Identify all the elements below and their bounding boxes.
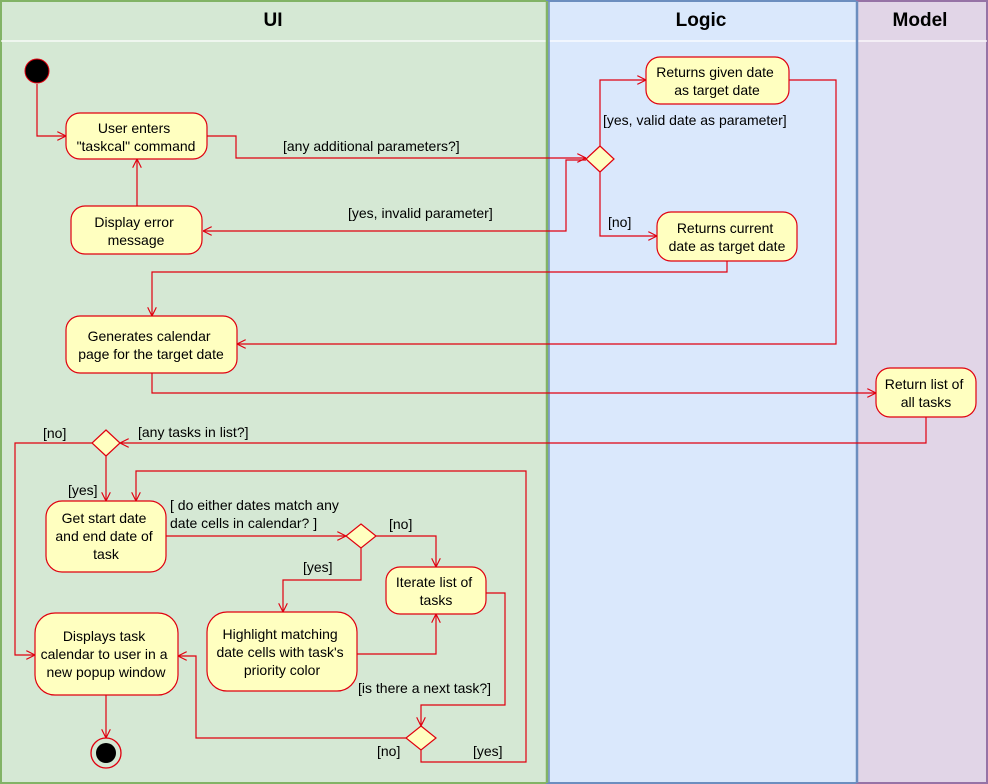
- node-get-start-end: Get start date and end date of task: [45, 500, 167, 573]
- node-displays-calendar: Displays task calendar to user in a new …: [34, 612, 179, 696]
- svg-text:Generates calendar page: Generates calendar page for the target d…: [78, 328, 224, 362]
- edge-generates-to-return-list: [151, 373, 876, 393]
- svg-text:User enters "taskcal" co: User enters "taskcal" command: [77, 120, 196, 154]
- label-any-tasks: [any tasks in list?]: [138, 424, 249, 440]
- label-no-match: [no]: [389, 516, 412, 532]
- label-yes-next: [yes]: [473, 743, 503, 759]
- label-yes-match: [yes]: [303, 559, 333, 575]
- edges: [14, 79, 927, 763]
- edge-decision-to-returns-given: [599, 80, 646, 146]
- lane-logic: Logic: [546, 0, 858, 784]
- edge-decision-to-display-error: [203, 159, 586, 231]
- svg-text:Get start date and end d: Get start date and end date of task: [55, 510, 156, 562]
- edge-next-decision-to-get-dates: [136, 470, 527, 763]
- decision-dates-match: [345, 523, 377, 549]
- label-dates-match-1: [ do either dates match any: [170, 497, 339, 513]
- label-yes-invalid: [yes, invalid parameter]: [348, 205, 493, 221]
- decision-tasks-in-list: [91, 429, 121, 457]
- label-dates-match-2: date cells in calendar? ]: [170, 515, 317, 531]
- edge-returns-current-to-generates: [152, 261, 728, 316]
- edge-labels: [any additional parameters?] [yes, valid…: [43, 112, 787, 759]
- label-any-params: [any additional parameters?]: [283, 138, 460, 154]
- svg-text:Return list of all tasks: Return list of all tasks: [885, 376, 967, 410]
- node-user-enters: User enters "taskcal" command: [65, 112, 208, 160]
- edge-highlight-to-iterate: [357, 614, 436, 655]
- decision-next-task: [405, 725, 437, 751]
- node-display-error: Display error message: [70, 205, 203, 255]
- node-generates-calendar: Generates calendar page for the target d…: [65, 315, 238, 374]
- label-yes-valid: [yes, valid date as parameter]: [603, 112, 787, 128]
- lane-title-logic: Logic: [676, 10, 727, 31]
- lane-title-model: Model: [893, 10, 948, 31]
- node-returns-current: Returns current date as target date: [656, 211, 798, 262]
- edge-match-decision-to-iterate: [376, 535, 436, 567]
- node-highlight: Highlight matching date cells with task'…: [206, 611, 358, 692]
- edge-returns-given-to-generates: [237, 79, 837, 344]
- label-no-param: [no]: [608, 214, 631, 230]
- svg-text:Returns current date as: Returns current date as target date: [669, 220, 786, 254]
- svg-text:Displays task calendar t: Displays task calendar to user in a new …: [41, 628, 172, 680]
- label-next-task: [is there a next task?]: [358, 680, 491, 696]
- edge-match-decision-to-highlight: [283, 548, 362, 612]
- edge-next-decision-to-displays: [178, 656, 407, 739]
- edge-tasks-decision-to-displays: [14, 442, 92, 655]
- edge-user-enters-to-decision: [207, 135, 586, 158]
- node-return-list: Return list of all tasks: [875, 367, 977, 418]
- edge-return-list-to-tasks-decision: [120, 417, 927, 443]
- svg-text:Iterate list of tasks: Iterate list of tasks: [396, 574, 476, 608]
- edge-decision-to-returns-current: [599, 172, 657, 236]
- start-node: [24, 58, 50, 84]
- edge-start-to-user-enters: [36, 84, 66, 136]
- edge-iterate-to-next-decision: [421, 592, 506, 726]
- label-no-next: [no]: [377, 743, 400, 759]
- svg-text:Highlight matching date: Highlight matching date cells with task'…: [216, 626, 347, 678]
- decision-parameters: [585, 145, 615, 173]
- lane-title-ui: UI: [264, 10, 283, 31]
- end-node: [90, 737, 122, 769]
- svg-text:Returns given date as ta: Returns given date as target date: [656, 64, 777, 98]
- node-returns-given: Returns given date as target date: [645, 56, 790, 105]
- label-no-tasks: [no]: [43, 425, 66, 441]
- svg-text:Display error message: Display error message: [94, 214, 177, 248]
- node-iterate-list: Iterate list of tasks: [385, 566, 487, 615]
- label-yes-tasks: [yes]: [68, 482, 98, 498]
